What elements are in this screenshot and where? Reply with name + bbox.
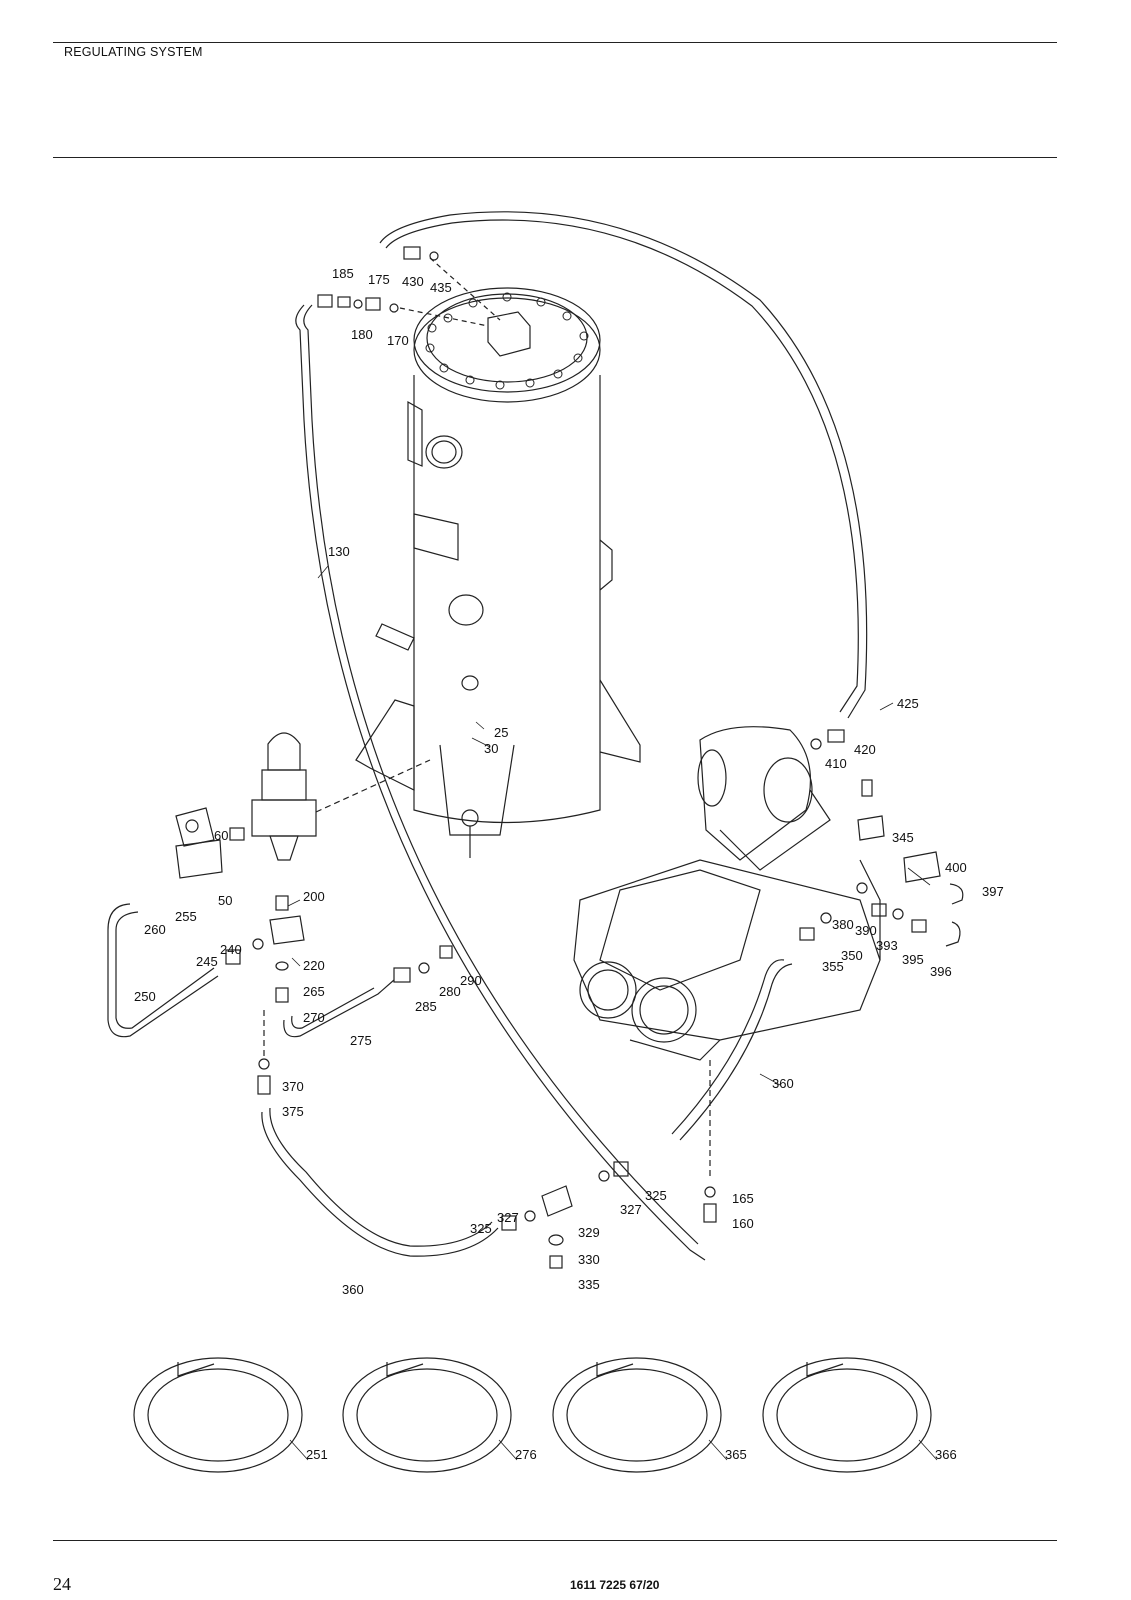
footer-rule	[53, 1540, 1057, 1541]
pipe-360-lower	[261, 1111, 499, 1257]
callout-labels: 185 175 430 435 180 170 130 425 420 410 …	[134, 266, 1004, 1462]
hose-coil-251	[133, 1357, 309, 1473]
hose-coil-365	[552, 1357, 728, 1473]
page-number: 24	[53, 1574, 71, 1594]
callout-330: 330	[578, 1252, 600, 1267]
callout-400: 400	[945, 860, 967, 875]
callout-396: 396	[930, 964, 952, 979]
hose-coil-366	[762, 1357, 938, 1473]
callout-325-left: 325	[470, 1221, 492, 1236]
coil-label-365: 365	[725, 1447, 747, 1462]
callout-60: 60	[214, 828, 228, 843]
callout-420: 420	[854, 742, 876, 757]
coil-label-276: 276	[515, 1447, 537, 1462]
callout-410: 410	[825, 756, 847, 771]
callout-270: 270	[303, 1010, 325, 1025]
callout-240: 240	[220, 942, 242, 957]
callout-25: 25	[494, 725, 508, 740]
callout-355: 355	[822, 959, 844, 974]
callout-350: 350	[841, 948, 863, 963]
callout-360-left: 360	[342, 1282, 364, 1297]
top-fittings	[317, 246, 501, 327]
regulating-valve	[251, 732, 431, 861]
callout-345: 345	[892, 830, 914, 845]
separator-vessel	[355, 287, 641, 858]
callout-327-right: 327	[620, 1202, 642, 1217]
callout-leaders	[287, 565, 931, 1086]
callout-380: 380	[832, 917, 854, 932]
callout-250: 250	[134, 989, 156, 1004]
compressor-element	[573, 726, 964, 1061]
callout-265: 265	[303, 984, 325, 999]
solenoid-valve	[175, 807, 245, 879]
callout-327-left: 327	[497, 1210, 519, 1225]
hose-coil-276	[342, 1357, 518, 1473]
tee-fittings	[501, 1161, 629, 1269]
callout-175: 175	[368, 272, 390, 287]
callout-335: 335	[578, 1277, 600, 1292]
header-top-rule	[53, 42, 1057, 43]
pipe-275	[283, 979, 395, 1038]
section-title: REGULATING SYSTEM	[64, 45, 203, 59]
callout-290: 290	[460, 973, 482, 988]
callout-180: 180	[351, 327, 373, 342]
document-number: 1611 7225 67/20	[570, 1578, 660, 1592]
callout-260: 260	[144, 922, 166, 937]
callout-165: 165	[732, 1191, 754, 1206]
callout-370: 370	[282, 1079, 304, 1094]
callout-30: 30	[484, 741, 498, 756]
pipe-360-right	[671, 959, 785, 1135]
callout-435: 435	[430, 280, 452, 295]
pipe-130	[295, 304, 706, 1261]
callout-375: 375	[282, 1104, 304, 1119]
coil-label-366: 366	[935, 1447, 957, 1462]
callout-170: 170	[387, 333, 409, 348]
pipe-425	[379, 211, 868, 719]
pipe-250	[107, 903, 219, 1038]
header-bottom-rule	[53, 157, 1057, 158]
callout-393: 393	[876, 938, 898, 953]
callout-360-right: 360	[772, 1076, 794, 1091]
fitting-stack	[225, 895, 305, 1095]
callout-255: 255	[175, 909, 197, 924]
callout-430: 430	[402, 274, 424, 289]
callout-390: 390	[855, 923, 877, 938]
callout-285: 285	[415, 999, 437, 1014]
callout-130: 130	[328, 544, 350, 559]
callout-325-right: 325	[645, 1188, 667, 1203]
callout-275: 275	[350, 1033, 372, 1048]
callout-160: 160	[732, 1216, 754, 1231]
callout-395: 395	[902, 952, 924, 967]
callout-280: 280	[439, 984, 461, 999]
coil-label-251: 251	[306, 1447, 328, 1462]
callout-50: 50	[218, 893, 232, 908]
callout-220: 220	[303, 958, 325, 973]
callout-200: 200	[303, 889, 325, 904]
callout-329: 329	[578, 1225, 600, 1240]
callout-185: 185	[332, 266, 354, 281]
callout-397: 397	[982, 884, 1004, 899]
callout-245: 245	[196, 954, 218, 969]
callout-425: 425	[897, 696, 919, 711]
